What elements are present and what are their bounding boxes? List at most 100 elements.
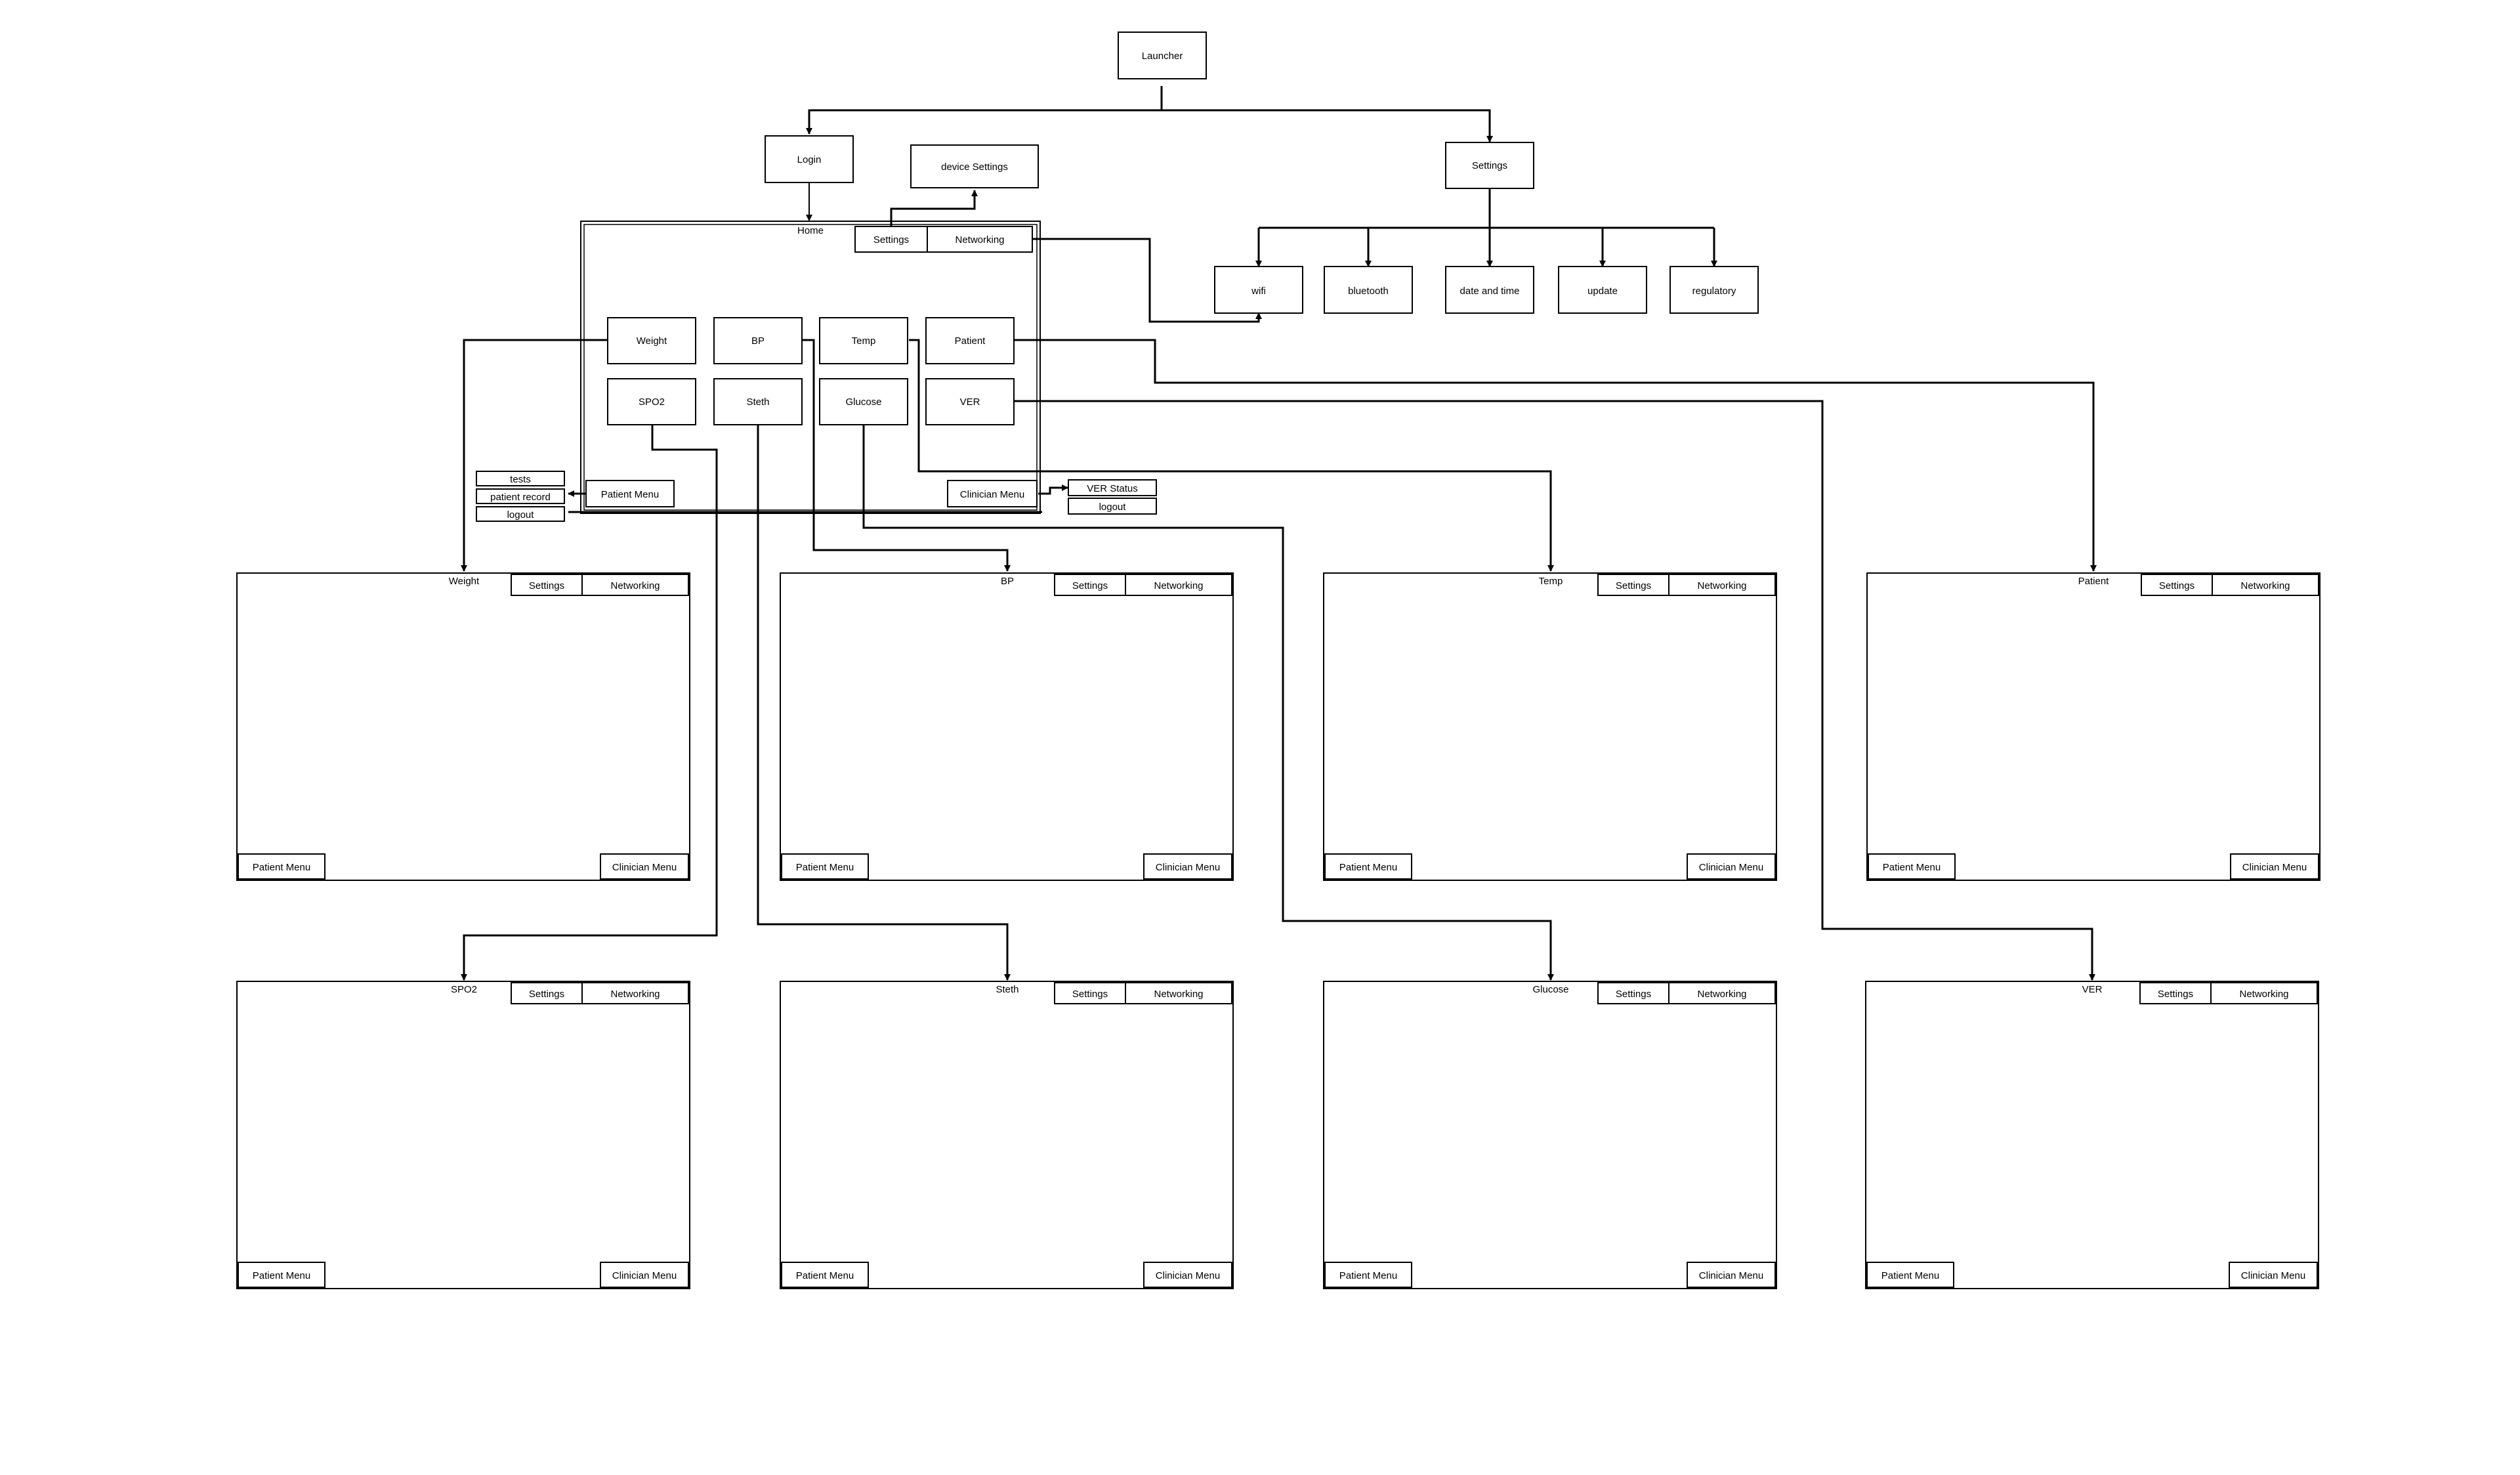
tile-bp[interactable]: BP [713, 317, 803, 364]
screen-networking-button[interactable]: Networking [581, 982, 689, 1004]
clinician-menu-label: Clinician Menu [612, 1270, 677, 1281]
home-settings-label: Settings [873, 234, 909, 246]
clinician-menu-label: Clinician Menu [1699, 862, 1763, 873]
connector-spo2 [461, 425, 718, 981]
screen-patient-menu-button[interactable]: Patient Menu [781, 1262, 869, 1288]
tile-label: BP [751, 335, 765, 347]
networking-label: Networking [610, 989, 660, 1000]
tile-label: Glucose [845, 396, 881, 408]
device-settings-node[interactable]: device Settings [910, 144, 1039, 188]
screen-networking-button[interactable]: Networking [1125, 574, 1232, 596]
tile-glucose[interactable]: Glucose [819, 378, 908, 425]
networking-label: Networking [1697, 580, 1746, 591]
clinician-menu-label: Clinician Menu [960, 489, 1024, 500]
screen-title: Glucose [1532, 984, 1568, 995]
screen-clinician-menu-button[interactable]: Clinician Menu [600, 1262, 689, 1288]
screen-clinician-menu-button[interactable]: Clinician Menu [2229, 1262, 2318, 1288]
screen-patient-menu-button[interactable]: Patient Menu [781, 853, 869, 880]
screen-settings-button[interactable]: Settings [511, 982, 583, 1004]
patient-menu-item-logout[interactable]: logout [476, 506, 565, 522]
screen-settings-button[interactable]: Settings [1054, 574, 1126, 596]
screen-clinician-menu-button[interactable]: Clinician Menu [1687, 1262, 1776, 1288]
patient-menu-label: Patient Menu [796, 862, 854, 873]
settings-item-label: update [1587, 286, 1618, 297]
tile-steth[interactable]: Steth [713, 378, 803, 425]
connector-networking-wifi [1032, 238, 1262, 323]
settings-item-wifi[interactable]: wifi [1214, 266, 1303, 314]
screen-settings-button[interactable]: Settings [2139, 982, 2212, 1004]
screen-patient-menu-button[interactable]: Patient Menu [1866, 1262, 1954, 1288]
connector-clinician-menu [1038, 484, 1068, 495]
settings-label: Settings [529, 580, 564, 591]
screen-settings-button[interactable]: Settings [1597, 574, 1670, 596]
screen-patient-menu-button[interactable]: Patient Menu [1868, 853, 1956, 880]
home-networking-button[interactable]: Networking [927, 226, 1033, 253]
screen-frame [1323, 981, 1777, 1289]
settings-item-label: bluetooth [1348, 286, 1389, 297]
settings-item-date-and-time[interactable]: date and time [1445, 266, 1534, 314]
tile-ver[interactable]: VER [925, 378, 1015, 425]
screen-patient-menu-button[interactable]: Patient Menu [238, 853, 326, 880]
screen-frame [1323, 572, 1777, 881]
screen-settings-button[interactable]: Settings [1597, 982, 1670, 1004]
screen-networking-button[interactable]: Networking [2210, 982, 2318, 1004]
screen-clinician-menu-button[interactable]: Clinician Menu [1687, 853, 1776, 880]
home-networking-label: Networking [955, 234, 1004, 246]
screen-title: VER [2082, 984, 2103, 995]
screen-clinician-menu-button[interactable]: Clinician Menu [1143, 853, 1232, 880]
screen-title: Temp [1539, 576, 1563, 587]
patient-menu-label: Patient Menu [601, 489, 659, 500]
tile-temp[interactable]: Temp [819, 317, 908, 364]
settings-node[interactable]: Settings [1445, 142, 1534, 189]
networking-label: Networking [1154, 989, 1203, 1000]
login-node[interactable]: Login [765, 135, 854, 183]
screen-frame [780, 981, 1234, 1289]
tile-patient[interactable]: Patient [925, 317, 1015, 364]
tile-label: Steth [746, 396, 769, 408]
screen-clinician-menu-button[interactable]: Clinician Menu [600, 853, 689, 880]
screen-clinician-menu-button[interactable]: Clinician Menu [2230, 853, 2319, 880]
menu-item-label: tests [510, 474, 531, 485]
screen-patient-menu-button[interactable]: Patient Menu [1324, 1262, 1412, 1288]
tile-spo2[interactable]: SPO2 [607, 378, 696, 425]
patient-menu-label: Patient Menu [796, 1270, 854, 1281]
patient-menu-item-tests[interactable]: tests [476, 471, 565, 486]
home-screen: Home Settings Networking Weight BP Temp … [580, 182, 1041, 514]
clinician-menu-label: Clinician Menu [1156, 1270, 1220, 1281]
settings-item-label: wifi [1251, 286, 1266, 297]
screen-settings-button[interactable]: Settings [2141, 574, 2213, 596]
screen-clinician-menu-button[interactable]: Clinician Menu [1143, 1262, 1232, 1288]
clinician-menu-item-ver-status[interactable]: VER Status [1068, 479, 1157, 496]
connector-temp [909, 339, 1554, 572]
patient-menu-label: Patient Menu [253, 862, 310, 873]
settings-label: Settings [2158, 989, 2193, 1000]
networking-label: Networking [2240, 580, 2290, 591]
settings-item-update[interactable]: update [1558, 266, 1647, 314]
clinician-menu-item-logout[interactable]: logout [1068, 498, 1157, 515]
settings-item-regulatory[interactable]: regulatory [1670, 266, 1759, 314]
screen-networking-button[interactable]: Networking [1668, 982, 1776, 1004]
home-patient-menu-button[interactable]: Patient Menu [585, 480, 675, 507]
home-settings-button[interactable]: Settings [854, 226, 928, 253]
screen-networking-button[interactable]: Networking [581, 574, 689, 596]
connector-device-settings [890, 190, 978, 226]
screen-title: Weight [449, 576, 480, 587]
launcher-node[interactable]: Launcher [1118, 32, 1207, 79]
home-clinician-menu-button[interactable]: Clinician Menu [947, 480, 1038, 507]
patient-menu-label: Patient Menu [1883, 862, 1941, 873]
screen-networking-button[interactable]: Networking [1125, 982, 1232, 1004]
patient-menu-popup: tests patient record logout [476, 471, 565, 522]
screen-networking-button[interactable]: Networking [2212, 574, 2319, 596]
settings-item-bluetooth[interactable]: bluetooth [1324, 266, 1413, 314]
screen-patient-menu-button[interactable]: Patient Menu [238, 1262, 326, 1288]
patient-menu-item-patient-record[interactable]: patient record [476, 488, 565, 504]
screen-patient-menu-button[interactable]: Patient Menu [1324, 853, 1412, 880]
tile-weight[interactable]: Weight [607, 317, 696, 364]
screen-networking-button[interactable]: Networking [1668, 574, 1776, 596]
screen-settings-button[interactable]: Settings [1054, 982, 1126, 1004]
screen-settings-button[interactable]: Settings [511, 574, 583, 596]
